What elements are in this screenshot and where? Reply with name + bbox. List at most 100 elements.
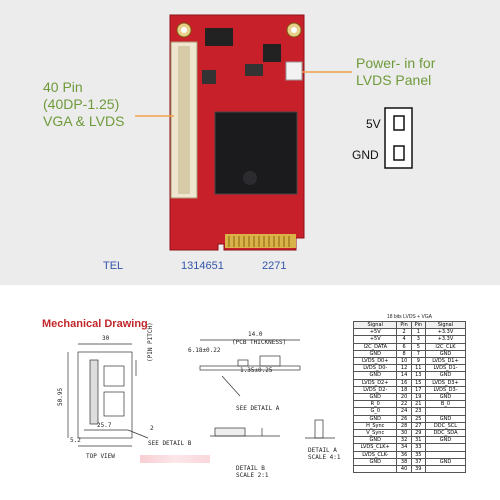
table-cell: 17 [410, 385, 426, 395]
table-cell: 6 [396, 342, 412, 351]
table-cell: GND [352, 457, 398, 467]
table-cell: GND [424, 457, 467, 467]
table-cell: 38 [396, 457, 412, 467]
table-cell: 23 [410, 407, 426, 416]
table-cell: 27 [410, 421, 426, 431]
dim-pcb: (PCB THICKNESS) [232, 339, 286, 346]
detail-b-label: DETAIL B [236, 465, 265, 472]
pin-table-header: Signal Pin Pin Signal [352, 320, 467, 330]
table-cell: +5V [352, 328, 398, 337]
connector-callout: 40 Pin (40DP-1.25) VGA & LVDS [43, 79, 153, 130]
table-cell: 14 [396, 371, 412, 380]
table-cell: LVDS_CLK- [352, 450, 398, 459]
detail-b-scale: SCALE 2:1 [236, 472, 269, 479]
redacted-mark [140, 455, 210, 463]
table-cell [424, 443, 467, 452]
header-cell: Signal [424, 320, 467, 330]
callout-line: 40 Pin [43, 79, 83, 95]
table-cell [424, 450, 467, 459]
table-cell: 29 [410, 429, 426, 438]
dim-radius: 2 [150, 425, 154, 432]
table-cell: 39 [410, 465, 426, 474]
table-cell: 22 [396, 400, 412, 409]
dim-width: 30 [102, 335, 110, 342]
table-cell: 21 [410, 400, 426, 409]
table-cell: 10 [396, 357, 412, 366]
table-cell: DDC_SDA [424, 429, 467, 438]
table-cell: 9 [410, 357, 426, 366]
dim-height-a: 6.18±0.22 [188, 347, 221, 354]
table-cell: 31 [410, 436, 426, 445]
table-cell: 5 [410, 342, 426, 351]
dim-inner: 25.7 [97, 422, 112, 429]
table-cell: 1 [410, 328, 426, 337]
table-cell: DDC_SCL [424, 421, 467, 431]
pin-label-gnd: GND [352, 148, 379, 162]
table-cell: +3.3V [424, 328, 467, 337]
detail-a-label: DETAIL A [308, 447, 337, 454]
table-cell [424, 407, 467, 416]
dim-offset: 5.2 [70, 437, 81, 444]
table-cell: 16 [396, 378, 412, 387]
table-cell: +5V [352, 335, 398, 344]
dim-height: 50.95 [57, 388, 64, 406]
see-detail-a: SEE DETAIL A [236, 405, 280, 412]
table-cell: 25 [410, 414, 426, 423]
tel-ext: 2271 [262, 260, 287, 272]
table-cell: 32 [396, 436, 412, 445]
see-detail-b: SEE DETAIL B [148, 440, 192, 447]
top-view-label: TOP VIEW [86, 453, 115, 460]
table-cell: GND [352, 436, 398, 445]
table-cell: 7 [410, 349, 426, 359]
table-cell: I2C_DATA [352, 342, 398, 351]
table-cell: 11 [410, 364, 426, 373]
table-cell: V_Sync [352, 429, 398, 438]
dim-height-b: 1.35±0.25 [240, 367, 273, 374]
table-cell: 19 [410, 393, 426, 402]
table-cell: 30 [396, 429, 412, 438]
table-cell: GND [424, 393, 467, 402]
table-cell [424, 465, 467, 474]
table-cell: 33 [410, 443, 426, 452]
table-cell: GND [424, 371, 467, 380]
callout-line: Power- in for [356, 55, 436, 71]
header-cell: Pin [410, 320, 426, 330]
board-photo [135, 14, 413, 251]
table-cell: LVDS_D1+ [424, 357, 467, 366]
table-cell: GND [424, 414, 467, 423]
table-cell: 3 [410, 335, 426, 344]
table-cell: GND [352, 393, 398, 402]
table-cell: B_0 [424, 400, 467, 409]
table-cell: 15 [410, 378, 426, 387]
power-callout: Power- in for LVDS Panel [356, 55, 466, 89]
table-cell: 18 [396, 385, 412, 395]
table-cell: LVDS_D2- [352, 385, 398, 395]
table-cell: GND [352, 349, 398, 359]
table-cell: 12 [396, 364, 412, 373]
table-cell: 24 [396, 407, 412, 416]
table-cell: 20 [396, 393, 412, 402]
table-cell: 35 [410, 450, 426, 459]
dim-pin-pitch: (PIN PITCH) [147, 322, 154, 362]
header-cell: Signal [352, 320, 398, 330]
dim-length: 14.0 [248, 331, 263, 338]
callout-line: LVDS Panel [356, 72, 432, 88]
table-cell: GND [352, 414, 398, 423]
table-cell: LVDS_D0+ [352, 357, 398, 366]
table-cell: GND [424, 349, 467, 359]
pin-label-5v: 5V [366, 117, 381, 131]
table-cell: 13 [410, 371, 426, 380]
